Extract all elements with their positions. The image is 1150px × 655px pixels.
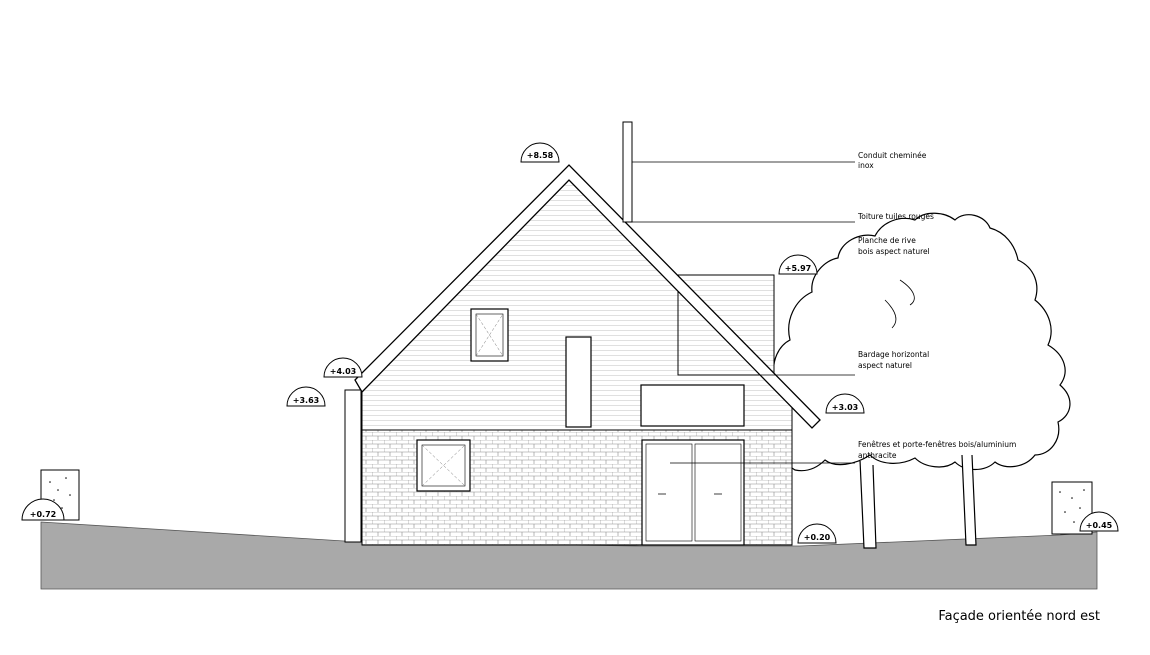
window-wide-horizontal <box>640 384 745 427</box>
svg-text:Planche de rive: Planche de rive <box>858 236 916 245</box>
svg-text:Fenêtres et porte-fenêtres boi: Fenêtres et porte-fenêtres bois/aluminiu… <box>858 440 1016 449</box>
chimney-flue <box>622 121 633 223</box>
level-marker-roof-upper: +5.97 <box>778 254 818 275</box>
annotation-fascia: Planche de rive bois aspect naturel <box>858 236 930 256</box>
annotation-windows: Fenêtres et porte-fenêtres bois/aluminiu… <box>858 440 1016 460</box>
svg-text:+5.97: +5.97 <box>785 264 811 273</box>
svg-text:bois aspect naturel: bois aspect naturel <box>858 247 930 256</box>
svg-text:aspect naturel: aspect naturel <box>858 361 912 370</box>
svg-text:+3.03: +3.03 <box>832 403 858 412</box>
svg-text:Bardage horizontal: Bardage horizontal <box>858 350 929 359</box>
svg-text:+0.72: +0.72 <box>30 510 56 519</box>
svg-text:anthracite: anthracite <box>858 451 897 460</box>
svg-text:+4.03: +4.03 <box>330 367 356 376</box>
french-door <box>641 439 745 546</box>
window-upper-left <box>470 308 509 362</box>
window-ground-left <box>416 439 471 492</box>
roof-fascia <box>354 164 821 429</box>
level-marker-wall-left: +3.63 <box>286 386 326 407</box>
level-marker-eave-left: +4.03 <box>323 357 363 378</box>
annotation-cladding: Bardage horizontal aspect naturel <box>858 350 929 370</box>
svg-text:Conduit cheminée: Conduit cheminée <box>858 151 927 160</box>
leader-lines <box>632 161 855 464</box>
annotation-roof: Toiture tuiles rouges <box>857 212 934 221</box>
svg-text:+0.20: +0.20 <box>804 533 831 542</box>
svg-text:+3.63: +3.63 <box>293 396 319 405</box>
left-low-wall <box>344 389 362 543</box>
drawing-caption: Façade orientée nord est <box>938 609 1100 624</box>
level-marker-eave-right: +3.03 <box>825 393 865 414</box>
level-marker-ridge: +8.58 <box>520 142 560 163</box>
level-marker-ground-left: +0.72 <box>21 498 65 521</box>
annotation-chimney: Conduit cheminée inox <box>858 151 927 170</box>
level-marker-floor: +0.20 <box>797 523 837 544</box>
svg-text:Toiture tuiles rouges: Toiture tuiles rouges <box>857 212 934 221</box>
svg-text:+0.45: +0.45 <box>1086 521 1113 530</box>
svg-text:+8.58: +8.58 <box>527 151 554 160</box>
level-marker-ground-right: +0.45 <box>1079 511 1119 532</box>
svg-text:inox: inox <box>858 161 874 170</box>
window-narrow-vertical <box>565 336 592 428</box>
